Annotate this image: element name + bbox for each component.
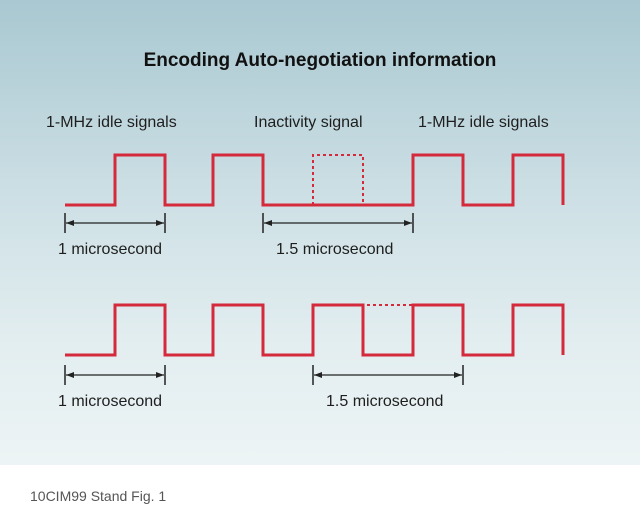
bottom-period-dimension — [64, 365, 166, 385]
top-missing-pulse — [312, 154, 364, 205]
diagram-title: Encoding Auto-negotiation information — [143, 50, 497, 71]
top-waveform — [65, 153, 565, 207]
label-idle-left: 1-MHz idle signals — [46, 114, 177, 131]
caption-area — [0, 465, 640, 529]
bottom-missing-pulse — [362, 304, 414, 355]
bottom-gap-dimension — [312, 365, 464, 385]
top-period-dimension — [64, 213, 166, 233]
top-gap-dimension — [262, 213, 414, 233]
figure-caption: 10CIM99 Stand Fig. 1 — [30, 488, 167, 504]
label-inactivity: Inactivity signal — [254, 114, 363, 131]
label-idle-right: 1-MHz idle signals — [418, 114, 549, 131]
diagram-panel — [0, 0, 640, 465]
label-bottom-period: 1 microsecond — [58, 393, 163, 410]
label-top-gap: 1.5 microsecond — [276, 241, 394, 258]
label-bottom-gap: 1.5 microsecond — [326, 393, 444, 410]
bottom-waveform — [65, 303, 565, 357]
label-top-period: 1 microsecond — [58, 241, 163, 258]
